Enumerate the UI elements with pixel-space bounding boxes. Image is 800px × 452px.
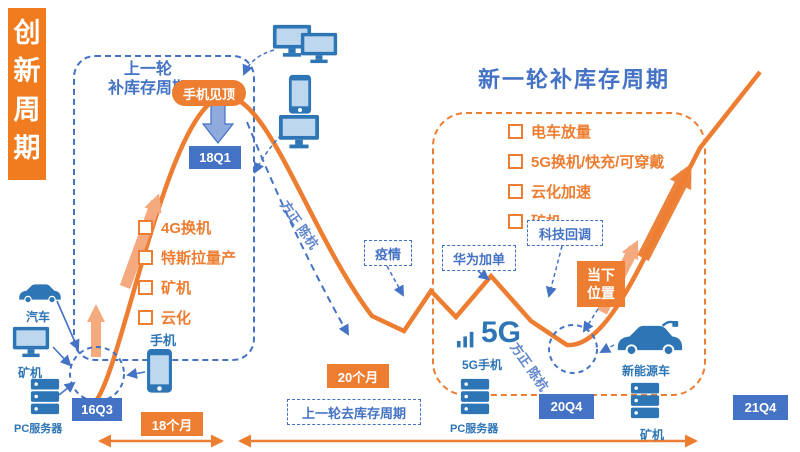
pandemic-connector	[386, 265, 404, 297]
list-item-label: 5G换机/快充/可穿戴	[531, 153, 665, 171]
miner-to-start-arrow	[52, 346, 72, 367]
five-g-group: 5G	[456, 318, 521, 348]
miner-label: 矿机	[18, 366, 43, 380]
square-bullet-icon	[508, 123, 523, 139]
list-item-label: 电车放量	[531, 123, 592, 141]
date-20q4: 20Q4	[539, 394, 594, 419]
destock-cycle-label: 上一轮去库存周期	[287, 399, 421, 425]
square-bullet-icon	[508, 183, 523, 199]
monitor-icon	[300, 32, 338, 70]
list-item: 4G换机	[138, 212, 236, 242]
square-bullet-icon	[138, 219, 153, 235]
list-item-label: 云化	[161, 309, 192, 327]
square-bullet-icon	[138, 249, 153, 265]
previous-cycle-title-line1: 上一轮	[123, 61, 172, 78]
phone-icon	[288, 74, 312, 120]
list-item: 电车放量	[508, 116, 664, 146]
list-item: 云化	[138, 302, 236, 332]
miner-icon	[630, 382, 660, 424]
list-item: 矿机	[138, 272, 236, 302]
list-item: 5G换机/快充/可穿戴	[508, 146, 664, 176]
date-16q3: 16Q3	[72, 398, 122, 421]
pc-server-icon	[30, 378, 60, 420]
previous-cycle-list: 4G换机 特斯拉量产 矿机 云化	[138, 212, 236, 332]
event-pandemic: 疫情	[364, 240, 412, 266]
new-cycle-title: 新一轮补库存周期	[478, 67, 671, 92]
current-position-line2: 位置	[587, 285, 615, 301]
list-item: 云化加速	[508, 176, 664, 206]
list-item-label: 特斯拉量产	[161, 249, 237, 267]
peak-tag: 手机见顶	[172, 80, 246, 106]
date-21q4: 21Q4	[733, 395, 788, 420]
ev-label: 新能源车	[622, 364, 671, 378]
phone-icon	[146, 348, 173, 399]
event-huawei: 华为加单	[442, 245, 516, 271]
pc-server-icon	[460, 378, 490, 420]
square-bullet-icon	[138, 279, 153, 295]
new-cycle-list: 电车放量 5G换机/快充/可穿戴 云化加速 矿机	[508, 116, 664, 236]
car-icon	[16, 282, 64, 309]
date-18q1: 18Q1	[189, 146, 241, 169]
monitor-icon	[278, 114, 320, 155]
list-item: 特斯拉量产	[138, 242, 236, 272]
event-tech-pullback: 科技回调	[527, 220, 603, 246]
duration-18-months: 18个月	[141, 412, 203, 436]
list-item-label: 云化加速	[531, 183, 592, 201]
current-position-line1: 当下	[587, 266, 615, 283]
duration-20-months: 20个月	[327, 364, 389, 388]
banner-title: 创新周期	[8, 8, 46, 180]
server-to-start-arrow	[58, 381, 76, 396]
list-item-label: 4G换机	[161, 219, 212, 237]
analyst-watermark: 方正 陈杭	[277, 197, 322, 252]
signal-bars-icon	[456, 331, 474, 348]
pc-server-label: PC服务器	[14, 423, 63, 435]
car-label: 汽车	[26, 310, 51, 324]
square-bullet-icon	[508, 213, 523, 229]
list-item-label: 矿机	[161, 279, 192, 297]
square-bullet-icon	[138, 309, 153, 325]
miner-icon	[12, 326, 50, 364]
phone-label: 手机	[150, 333, 177, 348]
five-g-text: 5G	[481, 316, 522, 349]
pc-server-label: PC服务器	[450, 423, 499, 435]
square-bullet-icon	[508, 153, 523, 169]
phone-to-start-arrow	[126, 368, 146, 379]
ev-car-icon	[612, 320, 686, 364]
current-position-tag: 当下 位置	[577, 261, 625, 307]
five-g-phone-label: 5G手机	[462, 358, 503, 372]
miner-label: 矿机	[640, 428, 665, 442]
